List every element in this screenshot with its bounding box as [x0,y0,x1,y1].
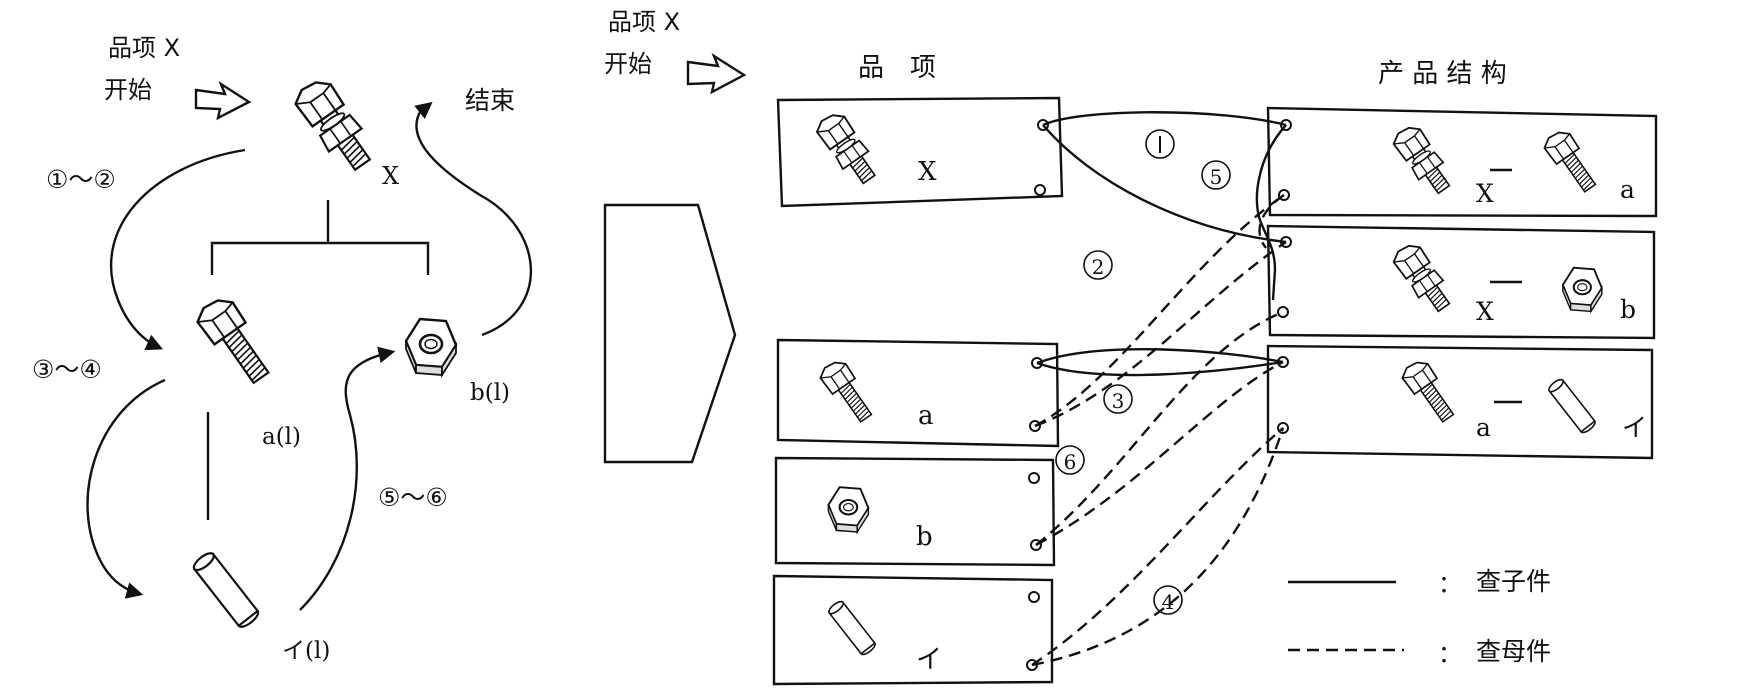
left-x-label: X [382,162,399,190]
dashed-connector [1034,241,1287,428]
left-item-x-label: 品项 X [108,34,180,62]
items-header: 品 项 [858,53,936,83]
structure-header: 产 品 结 构 [1378,59,1507,89]
left-step-3-4: ③～④ [32,355,102,384]
pin-i-icon [190,549,262,631]
structure-card-a-i: a イ [1266,344,1654,460]
step-marker-6: 6 [1055,445,1085,475]
svg-text:5: 5 [1210,165,1223,189]
step-marker-5: 5 [1201,160,1231,190]
legend-colon: ： [1438,570,1462,598]
parent-label: a [1476,413,1491,442]
card-hole [1028,472,1040,484]
bolt-a-icon [191,291,279,391]
dashed-connector [1258,194,1285,249]
right-start-label: 开始 [604,50,652,78]
item-card-label: a [918,401,934,431]
solid-connector [1042,111,1287,127]
dashed-connector [1035,360,1284,547]
dashed-connector [1035,310,1284,546]
step-marker-4: 4 [1153,585,1183,615]
dashed-connector [1031,427,1285,667]
left-start-arrow [194,80,252,121]
flow-arrow-1-2 [109,148,246,351]
dashed-connector [1034,194,1285,428]
connectors: ① 5 2 3 6 4 [1031,111,1287,667]
left-end-label: 结束 [465,86,515,115]
svg-text:3: 3 [1112,389,1125,413]
flow-arrow-end [414,101,533,337]
solid-connector [1042,124,1287,244]
dashed-connector [1031,427,1284,666]
child-label: b [1620,295,1636,324]
child-label: イ [1622,413,1647,442]
step-marker-2: 2 [1083,250,1113,280]
flow-arrow-3-4 [86,378,166,599]
step-marker-1: ① [1145,129,1175,159]
item-card-label: b [916,522,933,552]
middle-section: 品项 X 开始 [603,8,747,464]
solid-connector [1036,360,1284,377]
step-marker-3: 3 [1103,384,1133,414]
item-card-b: b [774,456,1056,567]
parent-label: X [1476,179,1494,208]
svg-text:6: 6 [1064,450,1077,474]
legend-dashed-desc: 查母件 [1476,637,1551,666]
structure-card-x-a: X a [1266,106,1658,218]
right-start-arrow [686,53,747,95]
left-a-label: a(l) [262,424,301,450]
solid-connector [1036,347,1284,365]
left-step-1-2: ①～② [46,165,116,194]
item-card-label: イ [916,645,942,675]
left-b-label: b(l) [470,380,510,406]
parent-label: X [1476,297,1494,326]
card-hole [1034,184,1046,196]
item-card-label: X [918,157,937,187]
legend: ： 查子件 ： 查母件 [1288,567,1551,668]
left-start-label: 开始 [104,76,152,104]
svg-text:2: 2 [1092,255,1105,279]
structure-card-x-b: X b [1266,224,1656,340]
bom-tree-lines [206,200,430,520]
card-hole [1277,306,1289,318]
assembly-x-icon [289,73,381,178]
flow-arrow-5-6 [299,346,396,611]
left-i-label: イ(l) [282,638,330,664]
legend-colon: ： [1438,640,1462,668]
nut-b-icon [404,317,458,377]
item-card-i: イ [772,574,1054,686]
item-card-x: X [776,96,1064,208]
card-hole [1028,591,1040,603]
big-process-arrow [603,203,737,464]
svg-text:4: 4 [1162,590,1175,614]
right-item-x-label: 品项 X [608,8,680,36]
item-card-a: a [776,338,1060,448]
left-step-5-6: ⑤～⑥ [378,483,448,512]
solid-connector [1255,124,1287,301]
left-diagram: 品项 X 开始 结束 X a(l) b(l) イ(l) ①～② ③～④ ⑤～⑥ [32,34,533,664]
legend-solid-desc: 查子件 [1476,567,1551,596]
child-label: a [1620,175,1635,204]
